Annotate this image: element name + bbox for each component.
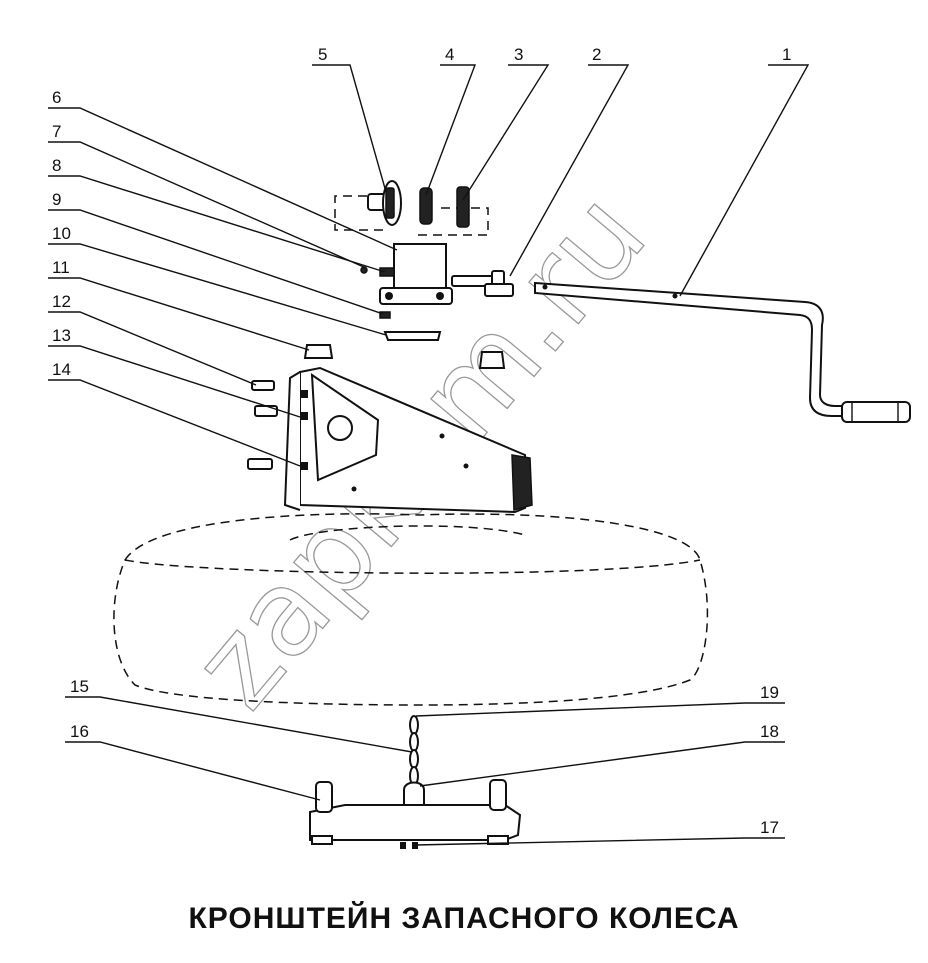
gear bbox=[419, 187, 433, 225]
callout-8: 8 bbox=[52, 156, 61, 175]
nut-right bbox=[478, 351, 506, 369]
callout-15: 15 bbox=[70, 677, 89, 696]
lower-cradle bbox=[309, 779, 522, 849]
bolt-14 bbox=[247, 458, 273, 470]
small-pin bbox=[360, 266, 368, 274]
callout-11: 11 bbox=[52, 258, 70, 277]
callout-10: 10 bbox=[52, 224, 71, 243]
callout-1: 1 bbox=[782, 45, 791, 64]
chain bbox=[409, 715, 419, 786]
leader-lines bbox=[48, 64, 810, 846]
assembly-frame-left bbox=[334, 195, 383, 231]
callout-7: 7 bbox=[52, 122, 61, 141]
callout-4: 4 bbox=[445, 45, 454, 64]
bolt-13 bbox=[254, 405, 278, 417]
spare-tire bbox=[113, 513, 709, 706]
shackle bbox=[403, 781, 425, 808]
pawl bbox=[456, 186, 470, 228]
callout-17: 17 bbox=[760, 818, 779, 837]
main-bracket bbox=[283, 366, 533, 514]
callout-13: 13 bbox=[52, 326, 71, 345]
winch-housing bbox=[379, 243, 453, 305]
callout-3: 3 bbox=[514, 45, 523, 64]
callout-14: 14 bbox=[52, 360, 71, 379]
crank-handle bbox=[534, 281, 911, 423]
callout-18: 18 bbox=[760, 722, 779, 741]
callout-5: 5 bbox=[318, 45, 327, 64]
nut-left bbox=[303, 344, 334, 359]
spring-washer bbox=[379, 311, 391, 319]
ratchet-wheel bbox=[367, 180, 402, 226]
callout-2: 2 bbox=[592, 45, 601, 64]
callout-6: 6 bbox=[52, 88, 61, 107]
callout-12: 12 bbox=[52, 292, 71, 311]
callout-16: 16 bbox=[70, 722, 89, 741]
bolt-12 bbox=[251, 380, 275, 391]
flat-plate bbox=[383, 331, 442, 341]
callout-numbers: 1 2 3 4 5 6 7 8 9 10 11 12 13 14 15 16 1… bbox=[52, 45, 791, 837]
callout-9: 9 bbox=[52, 190, 61, 209]
shaft bbox=[451, 270, 514, 297]
diagram-title: КРОНШТЕЙН ЗАПАСНОГО КОЛЕСА bbox=[188, 902, 740, 935]
callout-19: 19 bbox=[760, 683, 779, 702]
